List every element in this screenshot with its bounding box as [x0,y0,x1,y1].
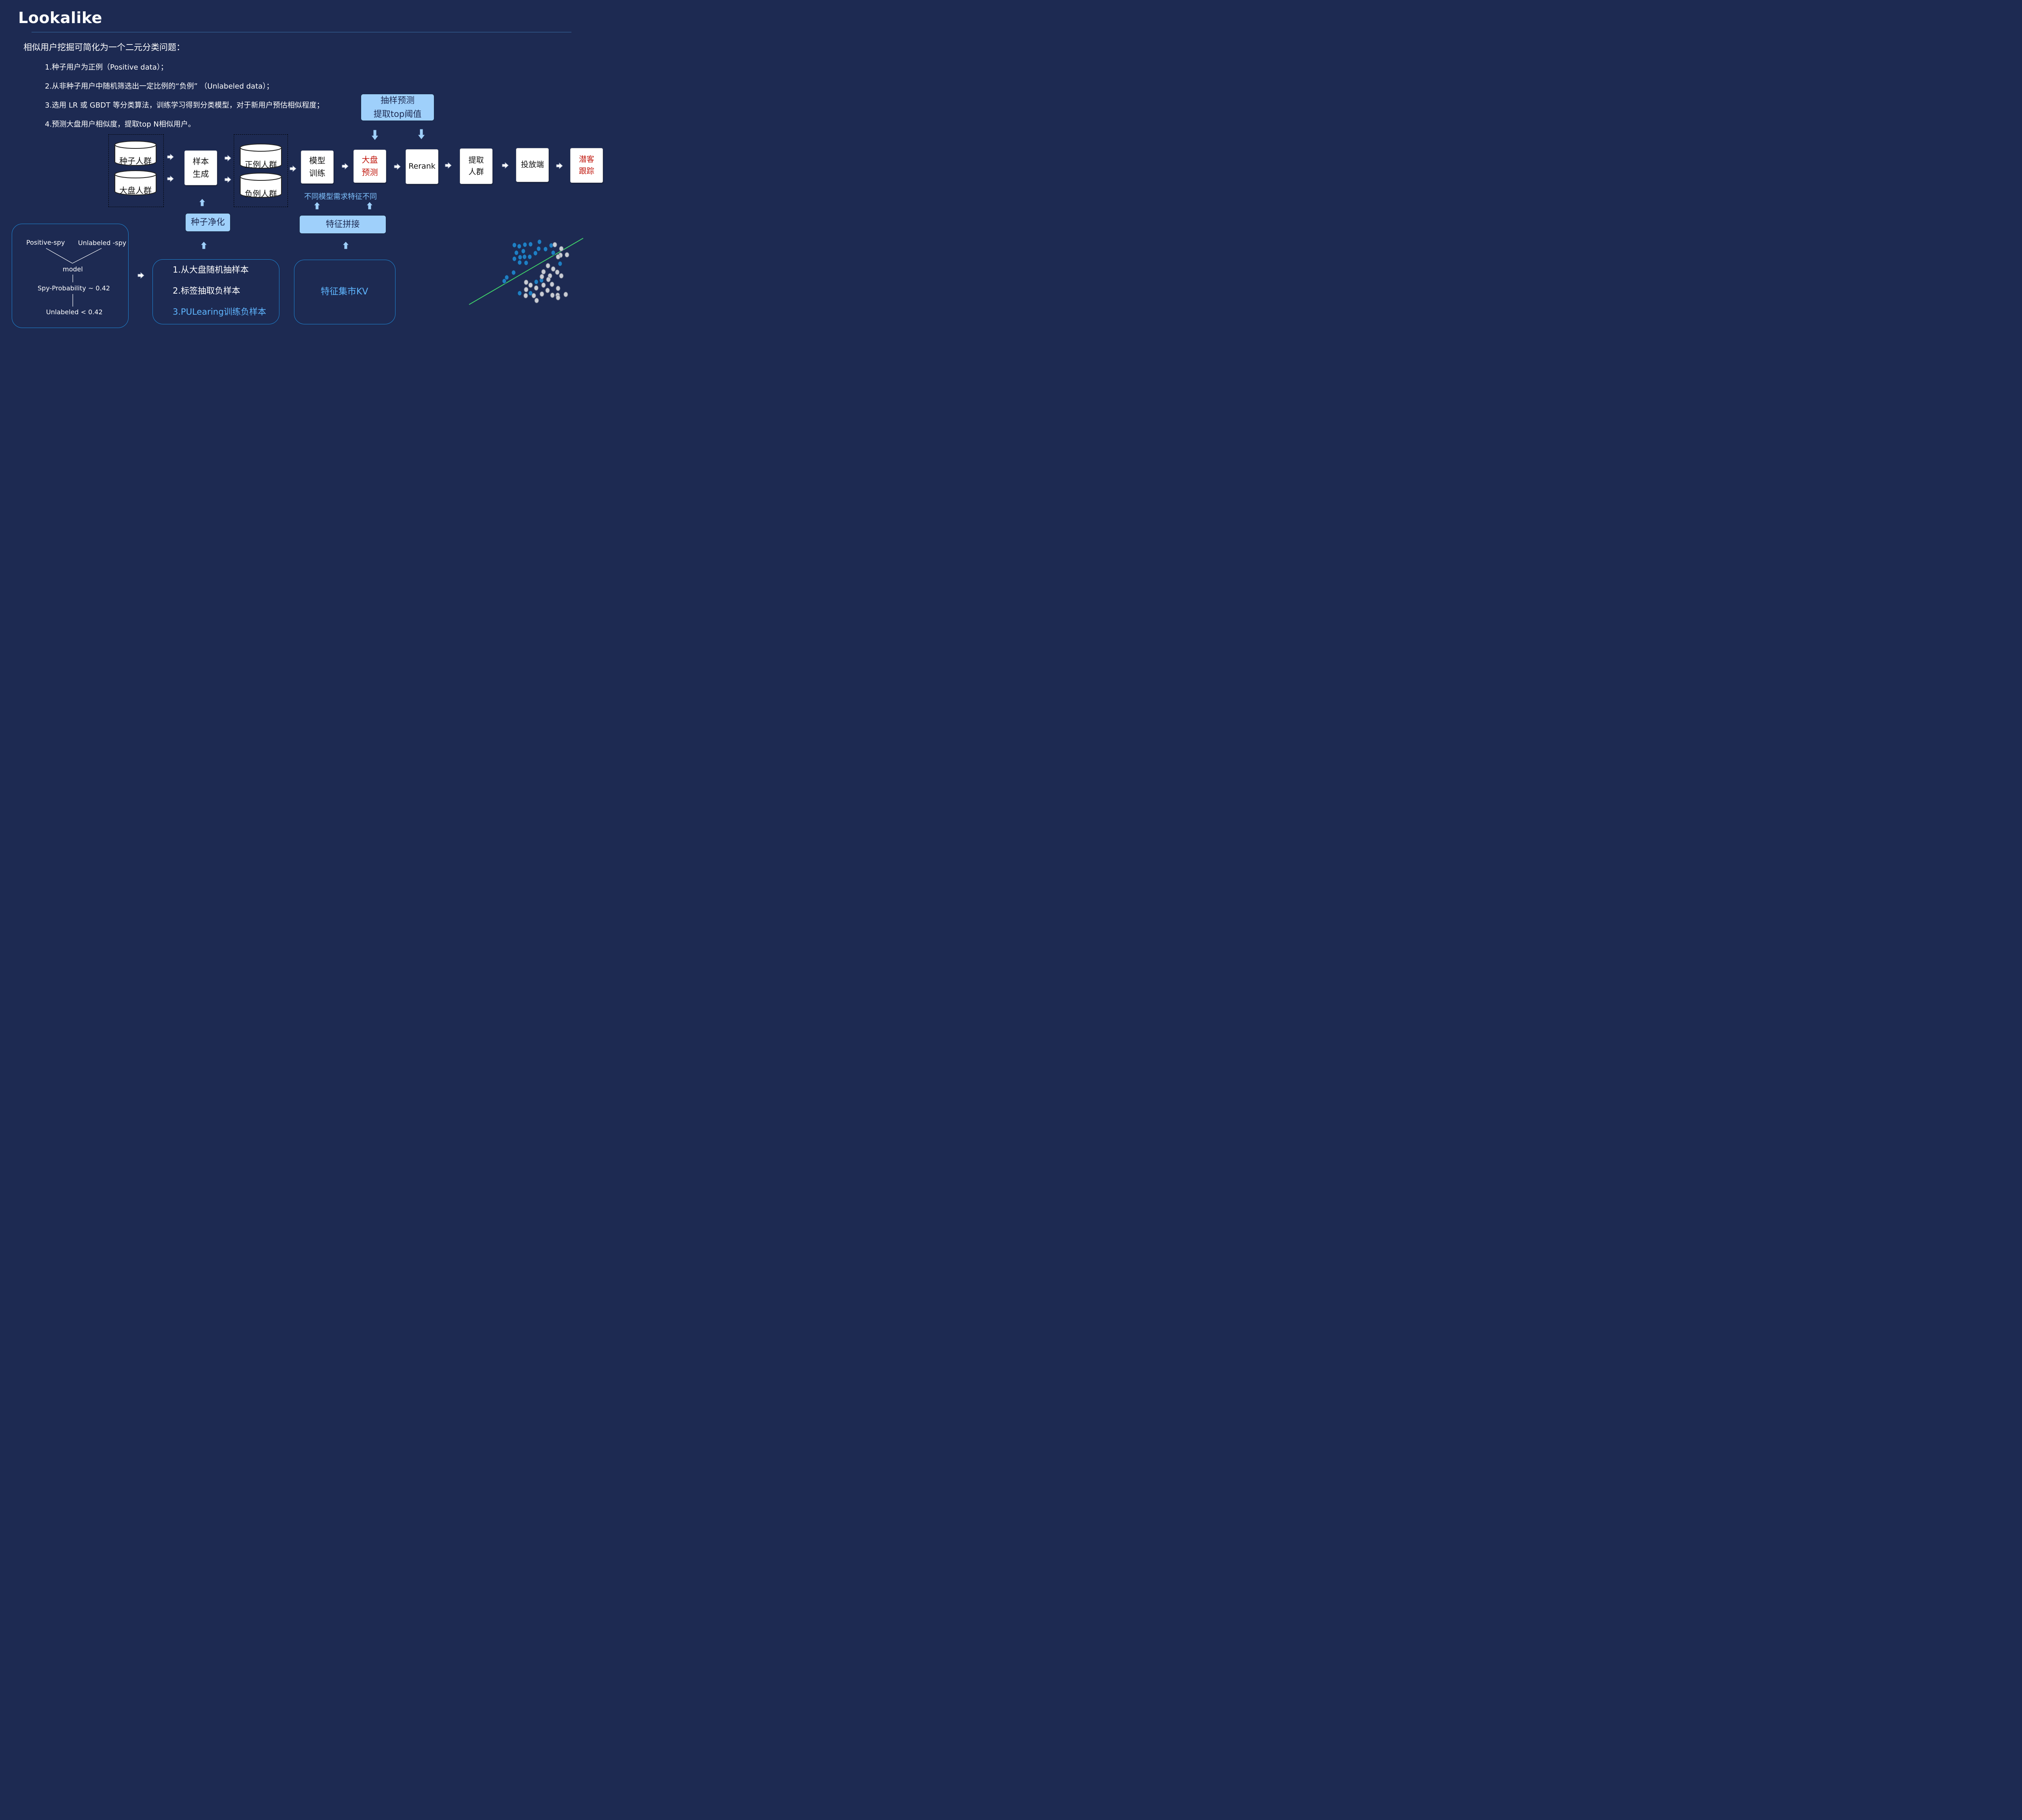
unlabeled-threshold-label: Unlabeled < 0.42 [46,308,103,316]
right-arrow-icon [137,272,144,279]
track-line1: 潜客 [579,154,594,164]
feature-concat-box: 特征拼接 [299,215,386,234]
spy-probability-label: Spy-Probability ~ 0.42 [38,284,110,292]
neg-item-2: 2.标签抽取负样本 [173,286,241,296]
positive-spy-label: Positive-spy [26,239,65,246]
model-label: model [63,265,83,273]
down-arrow-icon [417,129,425,140]
cylinder-seed-population: 种子人群 [114,141,157,166]
delivery-label: 投放端 [520,160,544,169]
population-prediction-box: 大盘 预测 [353,150,386,183]
right-arrow-icon [445,162,452,169]
sample-predict-line2: 提取top阈值 [373,109,422,119]
delivery-box: 投放端 [516,148,549,182]
prospect-tracking-box: 潜客 跟踪 [570,148,603,183]
extract-population-box: 提取 人群 [460,148,493,184]
cylinder-positive: 正例人群 [239,144,282,169]
slide: Lookalike 相似用户挖掘可简化为一个二元分类问题： 1.种子用户为正例（… [0,0,634,357]
up-arrow-icon [199,198,206,207]
feature-note: 不同模型需求特征不同 [304,193,377,201]
right-arrow-icon [394,163,401,170]
track-line2: 跟踪 [579,167,594,176]
positive-points [502,239,563,296]
up-arrow-icon [200,241,207,250]
cylinder-negative: 负例人群 [239,173,282,199]
spy-panel [12,224,129,328]
predict-line2: 预测 [362,167,378,177]
right-arrow-icon [342,163,349,169]
sample-generation-box: 样本 生成 [184,150,217,185]
model-train-line2: 训练 [309,168,326,178]
down-arrow-icon [371,129,379,141]
right-arrow-icon [556,163,563,169]
predict-line1: 大盘 [362,155,378,165]
rerank-label: Rerank [408,162,436,171]
seed-clean-label: 种子净化 [191,217,225,227]
decision-boundary-line [469,238,584,305]
right-arrow-icon [224,155,231,161]
feature-market-label: 特征集市KV [321,287,368,297]
intro-text: 相似用户挖掘可简化为一个二元分类问题： [23,42,185,52]
sample-gen-line1: 样本 [192,157,209,166]
cyl-all-label: 大盘人群 [119,186,152,195]
spy-panel-lines [46,248,102,307]
feature-concat-label: 特征拼接 [326,219,360,229]
neg-item-1: 1.从大盘随机抽样本 [173,265,249,275]
step-1: 1.种子用户为正例（Positive data）； [45,63,168,72]
step-3: 3.选用 LR 或 GBDT 等分类算法，训练学习得到分类模型，对于新用户预估相… [45,101,324,110]
step-2: 2.从非种子用户中随机筛选出一定比例的“负例” （Unlabeled data）… [45,82,274,91]
negative-sample-panel [152,259,279,324]
right-arrow-icon [167,176,174,182]
right-arrow-icon [502,162,509,169]
right-arrow-icon [290,165,296,172]
cyl-negative-label: 负例人群 [245,189,277,199]
sample-predict-box: 抽样预测 提取top阈值 [361,94,434,121]
sample-gen-line2: 生成 [192,169,209,179]
cylinder-all-population: 大盘人群 [114,170,157,195]
seed-clean-box: 种子净化 [185,213,231,232]
sample-predict-line1: 抽样预测 [381,95,415,105]
rerank-box: Rerank [406,149,438,184]
unlabeled-points [523,242,569,303]
up-arrow-icon [313,201,321,210]
step-4: 4.预测大盘用户相似度，提取top N相似用户。 [45,120,195,129]
classification-scatter-illustration [469,238,584,305]
right-arrow-icon [167,154,174,160]
up-arrow-icon [366,201,373,210]
neg-item-3: 3.PULearing训练负样本 [173,307,266,317]
up-arrow-icon [342,241,349,250]
model-train-line1: 模型 [309,156,326,165]
cyl-positive-label: 正例人群 [245,160,277,169]
slide-title: Lookalike [18,9,102,27]
extract-line1: 提取 [468,155,484,165]
right-arrow-icon [224,176,231,183]
extract-line2: 人群 [468,167,484,176]
unlabeled-spy-label: Unlabeled -spy [78,239,127,247]
model-training-box: 模型 训练 [301,150,334,184]
feature-market-panel [294,260,396,324]
cyl-seed-label: 种子人群 [119,156,152,166]
